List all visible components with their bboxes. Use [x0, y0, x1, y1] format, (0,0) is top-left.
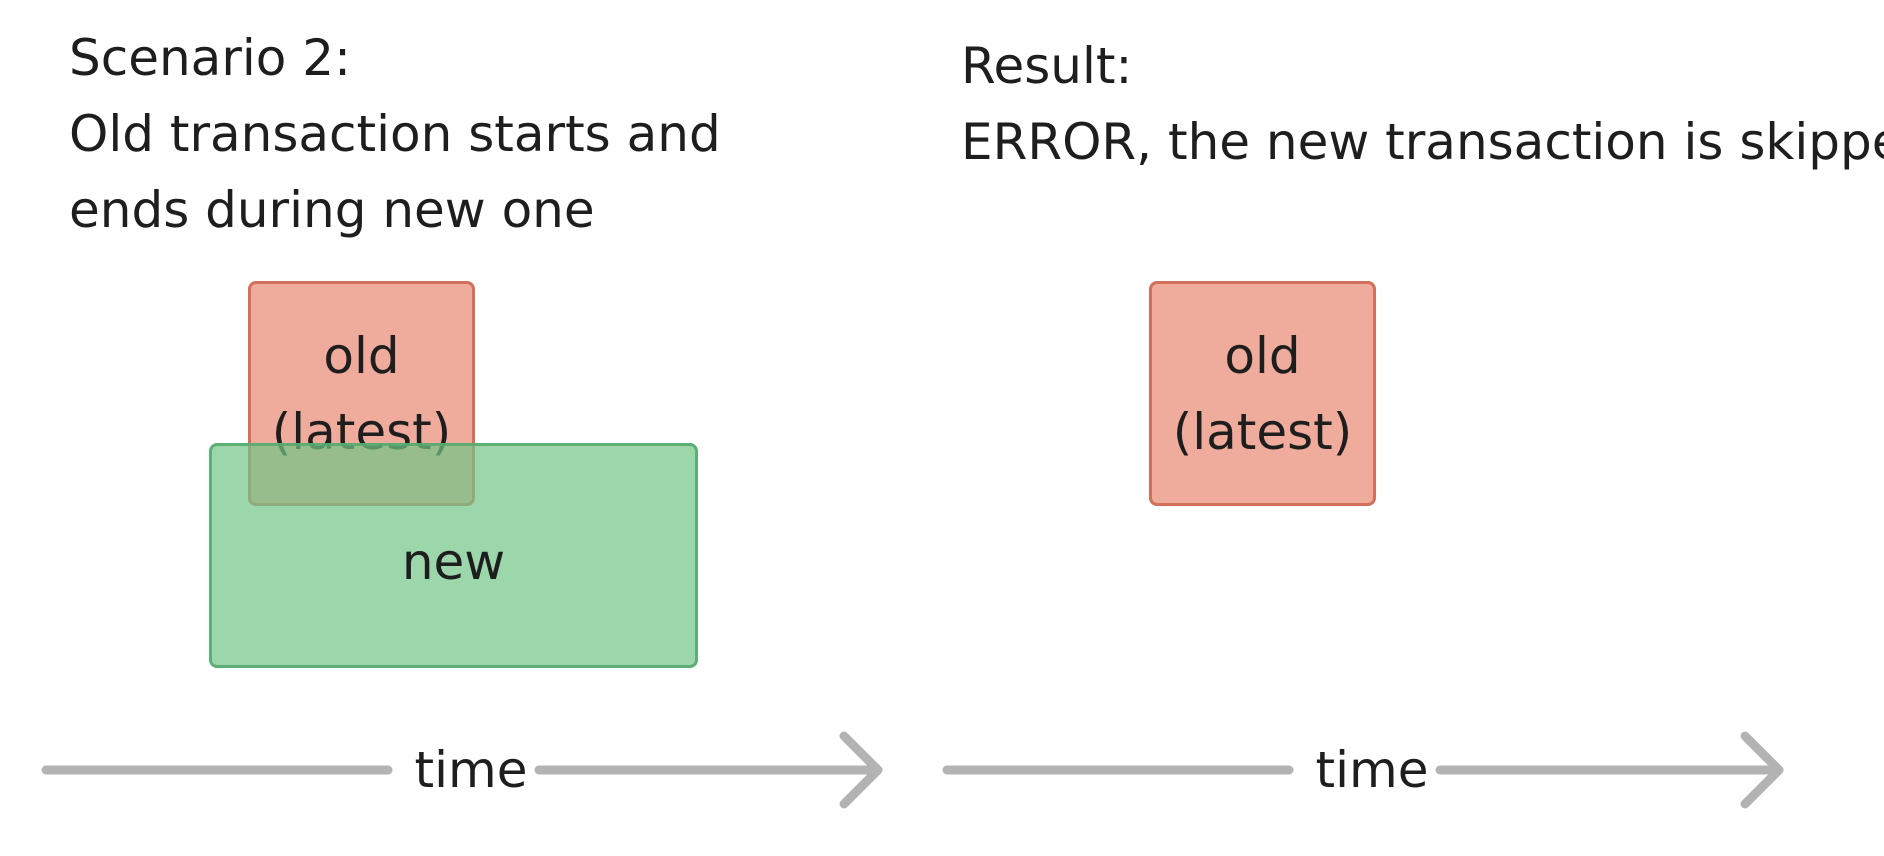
time-label: time: [414, 741, 528, 799]
time-axis-left: time: [40, 730, 900, 810]
result-old-transaction-box: old (latest): [1149, 281, 1376, 506]
result-line-1: Result:: [961, 37, 1133, 95]
caption-line-2: Old transaction starts and: [69, 105, 721, 163]
time-label: time: [1315, 741, 1429, 799]
caption-line-3: ends during new one: [69, 181, 595, 239]
new-transaction-box: new: [209, 443, 698, 668]
caption-line-1: Scenario 2:: [69, 29, 351, 87]
result-old-box-label: old: [1224, 326, 1301, 385]
result-old-box-sublabel: (latest): [1172, 402, 1353, 461]
time-arrow-icon: [942, 731, 1784, 809]
new-box-label: new: [401, 533, 506, 591]
result-line-2: ERROR, the new transaction is skipped: [961, 113, 1884, 171]
time-axis-right: time: [941, 730, 1801, 810]
scenario-caption: Scenario 2: Old transaction starts and e…: [69, 20, 721, 248]
old-box-label: old: [323, 326, 400, 385]
time-arrow-icon: [41, 731, 883, 809]
result-caption: Result: ERROR, the new transaction is sk…: [961, 28, 1884, 180]
